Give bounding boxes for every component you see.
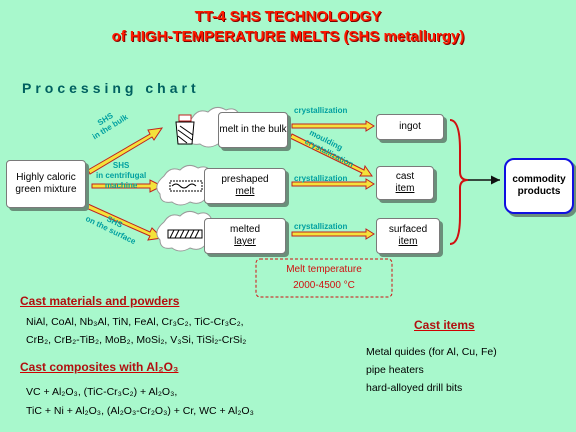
cast-item-label-1: cast [395,171,415,182]
label-crystallization-mid: crystallization [294,174,348,183]
mould-icon [169,180,203,192]
node-surfaced-item: surfaced item [376,218,440,254]
node-ingot: ingot [376,114,444,140]
arrow-moulding [289,133,373,177]
label-crystallization-top: crystallization [294,106,348,115]
node-preshaped-melt: preshaped melt [204,168,286,204]
melted-label-1: melted [229,224,260,235]
title-line-2: of HIGH-TEMPERATURE MELTS (SHS metallurg… [111,28,465,45]
melt-temp-line-1: Melt temperature [286,264,362,275]
arrow-cryst-bottom [291,228,375,240]
crucible-icon [175,114,195,145]
surfaced-label-2: item [398,236,418,247]
cast-item-label-2: item [395,183,415,194]
output-bracket [449,119,469,245]
arrow-shs-bulk [87,127,164,175]
surface-layer-icon [167,229,203,239]
melted-label-2: layer [234,236,256,247]
node-commodity-products: commodity products [504,158,574,214]
node-melted-layer: melted layer [204,218,286,254]
label-shs-centrifugal: SHS in centrifugal machine [96,161,146,191]
preshaped-label-1: preshaped [221,174,269,185]
label-shs-cent-1: SHS [112,161,130,170]
cast-items-line-3: hard-alloyed drill bits [366,382,463,394]
cast-items-line-2: pipe heaters [366,364,424,376]
node-melt-bulk: melt in the bulk [218,112,288,148]
title-line-1: TT-4 SHS TECHNOLODGY [194,8,382,25]
heading-cast-materials: Cast materials and powders [20,294,180,308]
heading-cast-items: Cast items [414,318,475,332]
node-green-mixture: Highly caloric green mixture [6,160,86,208]
label-shs-cent-2: in centrifugal [96,171,147,180]
label-shs-cent-3: machine [104,181,138,190]
arrow-cryst-mid [291,178,375,190]
arrow-shs-centrifugal [91,179,164,193]
cast-items-line-1: Metal quides (for Al, Cu, Fe) [366,346,497,358]
cast-composites-line-1: VC + Al₂O₃, (TiC-Cr₃C₂) + Al₂O₃, [26,386,178,398]
cast-materials-line-2: CrB₂, CrB₂-TiB₂, MoB₂, MoSi₂, V₃Si, TiSi… [26,334,247,346]
cast-materials-line-1: NiAl, CoAl, Nb₃Al, TiN, FeAl, Cr₃C₂, TiC… [26,316,244,328]
melt-temp-line-2: 2000-4500 °C [293,280,355,291]
heading-cast-composites: Cast composites with Al₂O₃ [20,360,179,374]
arrow-shs-surface [85,203,164,241]
processing-chart-label: Processing chart [22,80,200,96]
arrow-cryst-top [291,120,375,132]
preshaped-label-2: melt [235,186,255,197]
surfaced-label-1: surfaced [388,224,428,235]
label-crystallization-bottom: crystallization [294,222,348,231]
cast-composites-line-2: TiC + Ni + Al₂O₃, (Al₂O₃-Cr₂O₃) + Cr, WC… [26,405,254,417]
node-cast-item: cast item [376,166,434,200]
